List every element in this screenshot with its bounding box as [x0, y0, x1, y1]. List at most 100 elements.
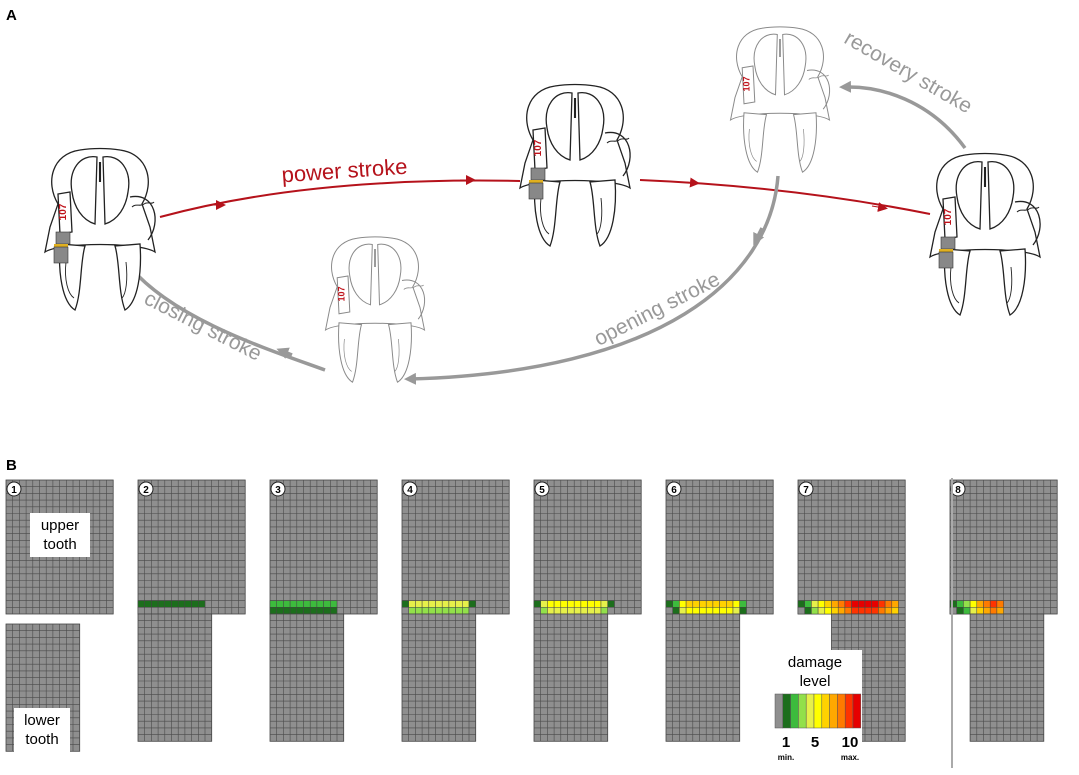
damage-cell	[719, 600, 727, 608]
damage-cell	[983, 607, 991, 615]
damage-cell	[408, 600, 416, 608]
damage-cell	[864, 600, 872, 608]
damage-cell	[831, 600, 839, 608]
damage-cell	[891, 607, 899, 615]
legend-swatch	[844, 693, 854, 729]
mesh-lower-tooth	[528, 182, 544, 200]
damage-cell	[171, 607, 179, 615]
step-number: 3	[275, 485, 281, 496]
damage-cell	[198, 600, 206, 608]
damage-cell	[587, 600, 595, 608]
damage-cell	[269, 607, 277, 615]
legend-title-2: level	[800, 673, 831, 690]
jaw-pose-start: 107	[44, 147, 156, 311]
mesh-lower-tooth	[53, 246, 69, 264]
damage-cell	[817, 600, 826, 608]
damage-cell	[151, 607, 159, 615]
recovery-stroke-path	[839, 80, 967, 150]
damage-cell	[665, 600, 673, 608]
damage-cell	[191, 607, 199, 615]
damage-cell	[963, 607, 971, 615]
damage-cell	[851, 607, 859, 615]
mesh-upper-tooth	[940, 236, 956, 250]
damage-cell	[316, 600, 324, 608]
damage-cell	[144, 600, 152, 608]
damage-cell	[468, 607, 476, 615]
damage-cell	[560, 607, 568, 615]
damage-cell	[665, 607, 673, 615]
damage-cell	[837, 607, 846, 615]
damage-cell	[421, 607, 430, 615]
damage-cell	[455, 607, 463, 615]
mesh-damage-band	[54, 244, 68, 247]
legend-swatch	[813, 693, 823, 729]
closing-stroke-path	[126, 262, 326, 372]
legend-swatch	[790, 693, 799, 729]
damage-cell	[891, 600, 899, 608]
damage-cell	[330, 607, 338, 615]
legend-title-1: damage	[788, 654, 842, 671]
damage-cell	[401, 607, 409, 615]
recovery-stroke-label: recovery stroke	[840, 27, 976, 119]
damage-cell	[283, 607, 291, 615]
damage-cell	[983, 600, 991, 608]
damage-cell	[408, 607, 416, 615]
damage-cell	[462, 600, 470, 608]
damage-cell	[553, 607, 562, 615]
damage-cell	[976, 607, 984, 615]
damage-cell	[719, 607, 727, 615]
damage-cell	[685, 607, 694, 615]
step-number: 2	[143, 485, 149, 496]
mesh-upper-tooth	[530, 167, 546, 181]
lower-tooth-grid	[969, 613, 1045, 742]
damage-cell	[989, 600, 998, 608]
step-number: 4	[407, 485, 413, 496]
damage-cell	[989, 607, 998, 615]
step-number-badge	[138, 481, 154, 497]
damage-cell	[969, 600, 978, 608]
step-number-badge	[798, 481, 814, 497]
damage-cell	[198, 607, 206, 615]
step-number: 1	[11, 485, 17, 496]
opening-stroke-label: opening stroke	[590, 268, 723, 351]
damage-cell	[309, 600, 318, 608]
damage-cell	[428, 607, 436, 615]
damage-cell	[797, 607, 805, 615]
damage-cell	[712, 607, 720, 615]
damage-cell	[151, 600, 159, 608]
damage-cell	[184, 600, 192, 608]
damage-cell	[858, 607, 866, 615]
lower-tooth-grid	[269, 613, 345, 742]
damage-cell	[739, 600, 747, 608]
damage-cell	[421, 600, 430, 608]
legend-tick-mid: 5	[811, 734, 819, 751]
damage-cell	[455, 600, 463, 608]
legend-swatch	[829, 693, 838, 729]
jaw-pose-end: 107	[929, 152, 1041, 316]
damage-cell	[712, 600, 720, 608]
legend-max-label: max.	[841, 753, 859, 762]
step-number: 8	[955, 485, 961, 496]
damage-cell	[871, 600, 879, 608]
damage-cell	[858, 600, 866, 608]
lower-tooth-grid	[137, 613, 213, 742]
damage-cell	[330, 600, 338, 608]
legend-tick-min: 1	[782, 734, 790, 751]
damage-cell	[685, 600, 694, 608]
damage-cell	[804, 607, 812, 615]
damage-cell	[679, 600, 687, 608]
legend-min-label: min.	[778, 753, 794, 762]
damage-cell	[580, 600, 588, 608]
tooth-number-label: 107	[58, 203, 69, 220]
damage-step-4: 4	[401, 479, 510, 742]
damage-cell	[177, 600, 186, 608]
damage-step-3: 3	[269, 479, 378, 742]
damage-cell	[184, 607, 192, 615]
damage-cell	[956, 607, 964, 615]
power-stroke-path-2	[639, 179, 931, 215]
damage-cell	[323, 607, 331, 615]
step-number-badge	[666, 481, 682, 497]
jaw-pose-middle: 107	[519, 83, 631, 247]
